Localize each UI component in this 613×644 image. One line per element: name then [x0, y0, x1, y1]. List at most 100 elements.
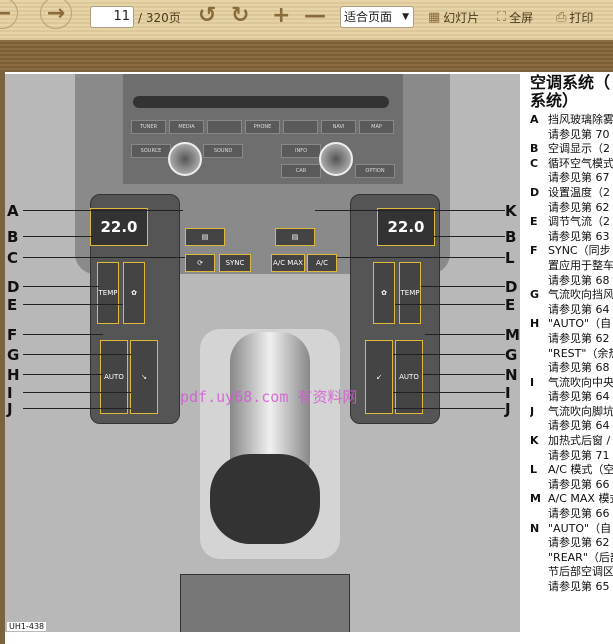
- tuner-button: TUNER: [131, 120, 166, 134]
- legend-item-line: 请参见第 62: [548, 536, 610, 550]
- leader-line: [23, 210, 183, 211]
- legend-letter: B: [530, 142, 539, 156]
- legend-letter: N: [530, 521, 540, 535]
- figure-id: UH1-438: [7, 622, 47, 631]
- watermark: pdf.uy68.com 有资料网: [180, 388, 358, 406]
- legend-description: 调节气流（2: [548, 215, 610, 229]
- legend-item-line: 请参见第 71: [548, 448, 610, 462]
- legend-description: 空调显示（2: [548, 142, 610, 156]
- legend-letter: J: [530, 404, 535, 418]
- back-icon[interactable]: ←: [0, 0, 18, 29]
- left-temp-display: 22.0: [90, 208, 148, 246]
- zoom-out-icon[interactable]: —: [304, 3, 326, 28]
- print-button[interactable]: ⎙打印: [556, 9, 593, 26]
- leader-line: [421, 286, 505, 287]
- callout-left-c: C: [7, 249, 19, 267]
- legend-item-line: 请参见第 65: [548, 580, 610, 593]
- legend-description: "AUTO"（自: [548, 521, 612, 535]
- legend-item-line: N "AUTO"（自: [530, 522, 613, 537]
- info-button: INFO: [281, 144, 321, 158]
- car-button: CAR: [281, 164, 321, 178]
- rotate-right-icon[interactable]: ↻: [231, 3, 250, 28]
- legend-description: 挡风玻璃除雾: [548, 113, 613, 126]
- rotate-left-icon[interactable]: ↺: [198, 3, 217, 28]
- legend-item-line: 请参见第 68: [548, 273, 610, 287]
- leader-line: [23, 304, 123, 305]
- legend-item-line: MA/C MAX 模式: [530, 492, 613, 507]
- sound-button: SOUND: [203, 144, 243, 158]
- zoom-select[interactable]: 适合页面 ▼: [340, 6, 414, 28]
- callout-right-e: E: [505, 296, 516, 314]
- zoom-select-value: 适合页面: [344, 10, 393, 24]
- callout-right-n: N: [505, 366, 518, 384]
- legend-item-line: 请参见第 67: [548, 171, 610, 185]
- legend-description: 循环空气模式: [548, 156, 613, 170]
- leader-line: [433, 236, 505, 237]
- left-airflow-rocker: ✿: [123, 262, 145, 324]
- legend-description: 气流吹向挡风: [548, 288, 613, 302]
- map-button: MAP: [359, 120, 394, 134]
- legend-description: 气流吹向脚坑: [548, 404, 613, 418]
- console-figure: TUNER MEDIA PHONE NAVI MAP SOURCE SOUND …: [5, 74, 520, 632]
- gear-shifter: [230, 332, 310, 472]
- source-button: SOURCE: [131, 144, 171, 158]
- leader-line: [23, 236, 93, 237]
- sync-button: SYNC: [219, 254, 251, 272]
- legend-description: A/C 模式（空: [548, 463, 613, 477]
- leader-line: [23, 286, 99, 287]
- cd-slot: [133, 96, 389, 108]
- chevron-down-icon: ▼: [402, 12, 409, 22]
- toolbar-shadow-band: [0, 40, 613, 70]
- callout-left-a: A: [7, 202, 19, 220]
- section-title: 空调系统（系统）: [530, 74, 613, 110]
- left-auto-button: AUTO: [100, 340, 128, 414]
- callout-right-j: J: [505, 400, 511, 418]
- legend-description: 设置温度（2: [548, 185, 610, 199]
- call-button: [207, 120, 242, 134]
- volume-knob: [168, 142, 202, 176]
- legend-description: 气流吹向中央: [548, 375, 613, 389]
- callout-right-l: L: [505, 249, 515, 267]
- legend-item-line: H"AUTO"（自: [530, 317, 613, 332]
- title-line: 空调系统（: [530, 74, 611, 92]
- right-auto-button: AUTO: [395, 340, 423, 414]
- leader-line: [23, 374, 103, 375]
- print-label: 打印: [569, 11, 594, 25]
- legend-item-line: 请参见第 62: [548, 200, 610, 214]
- phone-button: PHONE: [245, 120, 280, 134]
- fullscreen-label: 全屏: [509, 11, 534, 25]
- toolbar: ← → 11 / 320页 ↺ ↻ + — 适合页面 ▼ ▦幻灯片 ⛶全屏 ⎙打印: [0, 0, 613, 40]
- left-airflow-direction-buttons: ↘: [130, 340, 158, 414]
- right-airflow-rocker: ✿: [373, 262, 395, 324]
- legend-item-line: 请参见第 66: [548, 477, 610, 491]
- zoom-in-icon[interactable]: +: [272, 3, 291, 28]
- callout-left-j: J: [7, 400, 13, 418]
- page-number-input[interactable]: 11: [90, 6, 134, 28]
- legend-item-line: 请参见第 62: [548, 331, 610, 345]
- callout-right-d: D: [505, 278, 518, 296]
- legend-description: 加热式后窗 /: [548, 434, 611, 448]
- leader-line: [315, 210, 505, 211]
- legend-item-line: "REST"（余热: [548, 346, 613, 360]
- document-page: TUNER MEDIA PHONE NAVI MAP SOURCE SOUND …: [5, 72, 613, 644]
- ac-max-button: A/C MAX: [271, 254, 305, 272]
- legend-description: "AUTO"（自: [548, 317, 612, 331]
- slideshow-button[interactable]: ▦幻灯片: [428, 9, 479, 26]
- legend-letter: M: [530, 492, 541, 506]
- rear-window-heat-button: ▤: [275, 228, 315, 246]
- leader-line: [23, 257, 185, 258]
- forward-icon[interactable]: →: [40, 0, 72, 29]
- fullscreen-button[interactable]: ⛶全屏: [497, 9, 533, 26]
- legend-item-line: J 气流吹向脚坑: [530, 405, 613, 420]
- total-pages: / 320页: [138, 11, 181, 25]
- windshield-defrost-button: ▤: [185, 228, 225, 246]
- ac-button: A/C: [307, 254, 337, 272]
- legend-item-line: 请参见第 63: [548, 229, 610, 243]
- title-line: 系统）: [530, 91, 579, 110]
- select-knob: [319, 142, 353, 176]
